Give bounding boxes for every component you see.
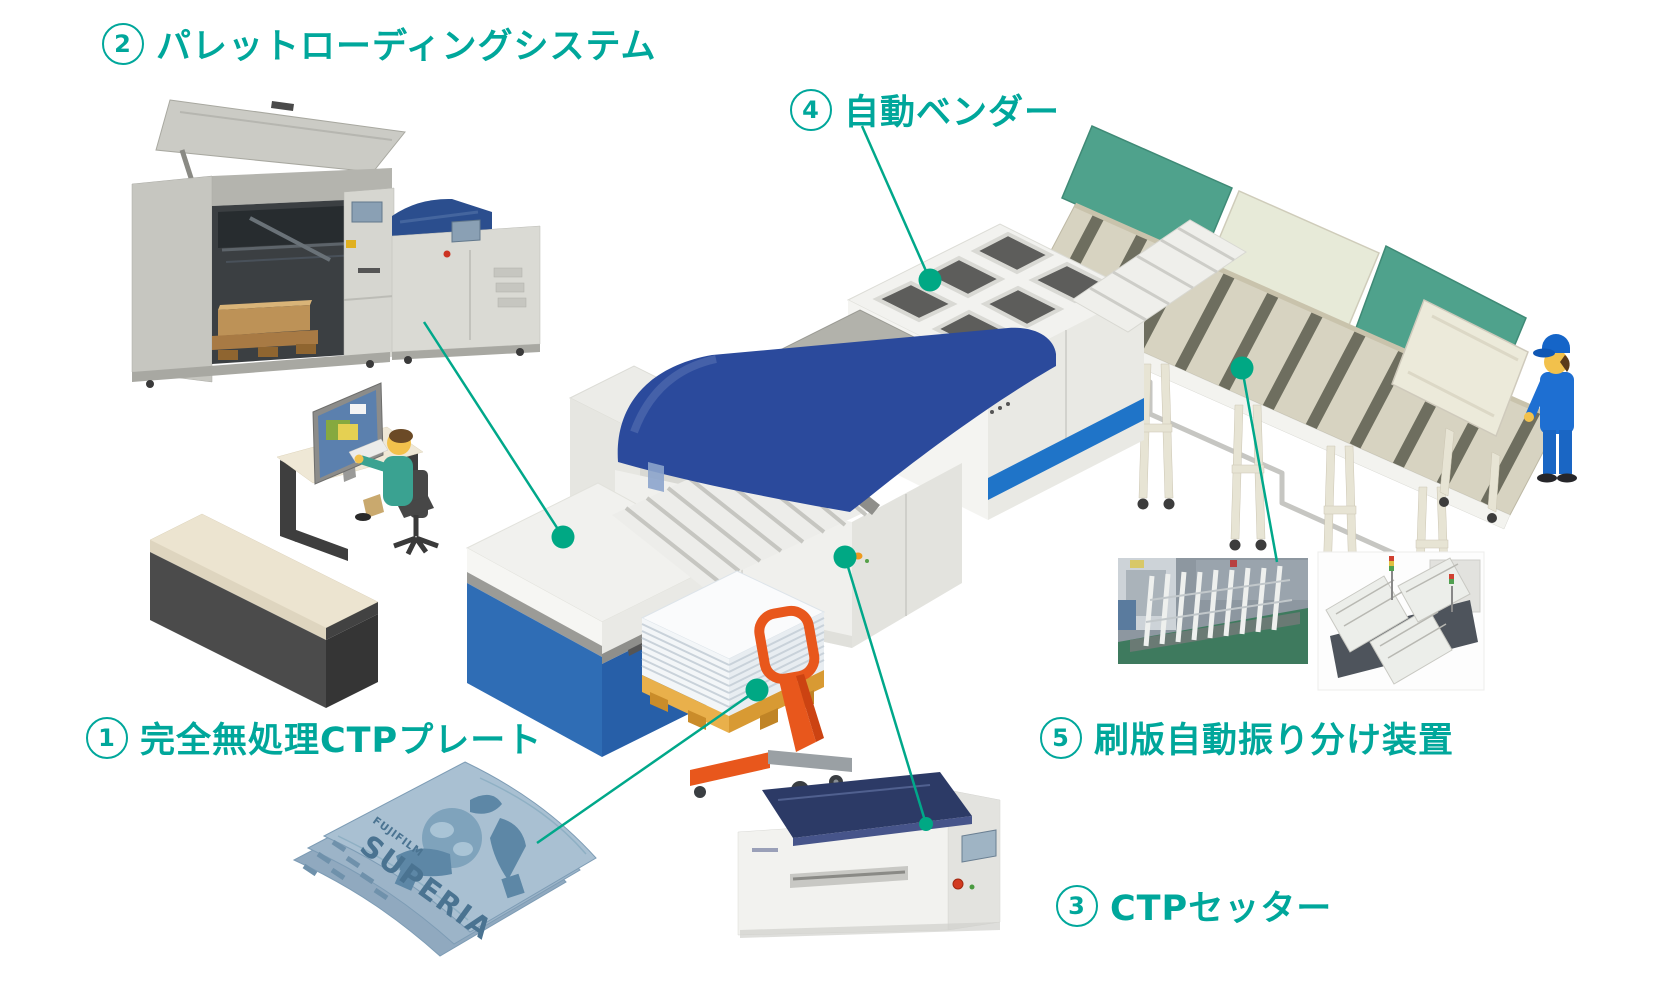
label-ctp-setter: 3 CTPセッター xyxy=(1056,880,1332,931)
label-1-number: 1 xyxy=(86,716,128,759)
dot-marker-3b xyxy=(919,817,933,831)
conveyor-end-rack xyxy=(1391,298,1529,523)
hands-globe-graphic xyxy=(394,794,526,899)
dot-marker-1 xyxy=(745,678,769,702)
dot-marker-5 xyxy=(1230,356,1254,380)
label-5-number: 5 xyxy=(1040,716,1082,759)
label-auto-bender: 4 自動ベンダー xyxy=(790,84,1060,135)
bender-blue-stripe xyxy=(988,398,1144,500)
bender-output-ramp xyxy=(1071,219,1247,333)
connector-dots xyxy=(551,268,1254,831)
connector-line-5 xyxy=(1240,367,1279,563)
connector-line-2 xyxy=(422,321,565,538)
setter-stop-button xyxy=(952,878,964,890)
superia-plates: FUJIFILM SUPERIA xyxy=(292,761,597,957)
operator-workstation xyxy=(276,382,439,561)
plate-crate xyxy=(149,513,379,708)
dot-marker-4 xyxy=(918,268,942,292)
label-pallet-loading-system: 2 パレットローディングシステム xyxy=(102,18,657,69)
connector-lines xyxy=(422,125,1279,845)
connector-line-3 xyxy=(843,556,928,825)
dot-marker-3 xyxy=(833,545,857,569)
plate-edge-marks xyxy=(302,839,389,901)
setter-screen xyxy=(961,829,997,863)
engine-blue-canopy xyxy=(617,327,1056,512)
label-4-number: 4 xyxy=(790,88,832,131)
sorter-photo-1 xyxy=(1118,558,1308,664)
label-5-text: 刷版自動振り分け装置 xyxy=(1094,721,1455,761)
connector-line-1 xyxy=(536,688,758,845)
label-3-text: CTPセッター xyxy=(1110,889,1333,929)
label-4-text: 自動ベンダー xyxy=(844,93,1061,133)
label-2-number: 2 xyxy=(102,22,144,65)
label-processless-ctp-plate: 1 完全無処理CTPプレート xyxy=(86,712,542,763)
pallet-loading-system-photo xyxy=(131,99,541,388)
operator-person xyxy=(354,429,439,556)
photo-rack-bars xyxy=(1143,565,1283,647)
label-3-number: 3 xyxy=(1056,884,1098,927)
worker-cap xyxy=(1542,334,1570,353)
sorter-photo-2 xyxy=(1317,551,1485,691)
worker-figure xyxy=(1524,334,1577,483)
pallet-jack xyxy=(690,605,852,799)
label-1-text: 完全無処理CTPプレート xyxy=(140,721,543,761)
label-plate-sorting-device: 5 刷版自動振り分け装置 xyxy=(1040,712,1454,763)
label-2-text: パレットローディングシステム xyxy=(156,27,657,67)
bender-hatches xyxy=(872,231,1114,353)
wood-pallet xyxy=(642,675,729,733)
dot-marker-2 xyxy=(551,525,575,549)
ctp-setter-photo xyxy=(737,772,1001,938)
connector-line-4 xyxy=(860,125,932,281)
